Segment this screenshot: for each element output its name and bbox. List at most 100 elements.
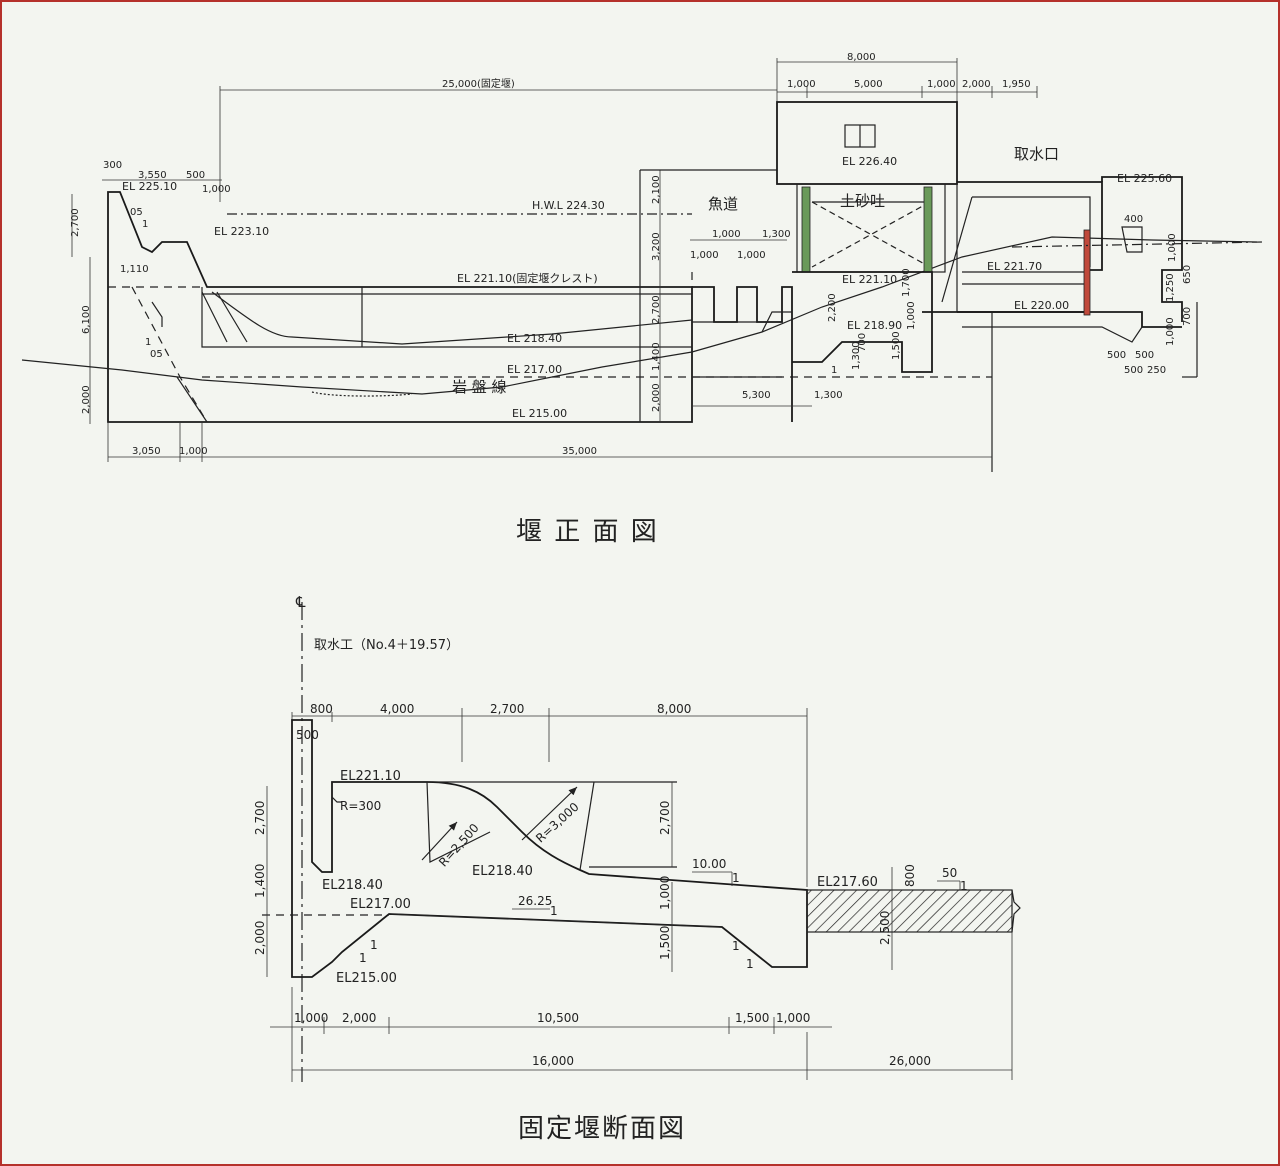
dim-3550: 3,550 (138, 170, 167, 181)
dim-left-2000: 2,000 (81, 385, 92, 414)
sec-right-1500: 1,500 (658, 926, 672, 960)
riprap-hatched (806, 889, 1013, 933)
dim-1300-b: 1,300 (814, 390, 843, 401)
sec-el-215-00: EL215.00 (336, 971, 397, 986)
el-221-10-crest: EL 221.10(固定堰クレスト) (457, 271, 598, 285)
sec-right-2700: 2,700 (658, 801, 672, 835)
el-225-60: EL 225.60 (1117, 172, 1172, 185)
radius-300: R=300 (340, 799, 381, 813)
sec-dim-800: 800 (310, 702, 333, 716)
dim-1700: 1,700 (901, 268, 912, 297)
sec-el-217-60: EL217.60 (817, 875, 878, 890)
dim-2000-mid: 2,000 (651, 383, 662, 412)
slope-50: 50 (942, 866, 957, 880)
dim-r-650: 650 (1182, 265, 1193, 284)
dim-300: 300 (103, 160, 122, 171)
section-view: ℄ 取水工（No.4＋19.57） 800 4,000 2,700 8,000 … (253, 593, 1021, 1144)
dim-3200: 3,200 (651, 232, 662, 261)
el-hwl: H.W.L 224.30 (532, 199, 605, 212)
dim-fishway-1000-c: 1,000 (737, 250, 766, 261)
intake-station-label: 取水工（No.4＋19.57） (314, 638, 459, 653)
dim-2100: 2,100 (651, 175, 662, 204)
el-220-00: EL 220.00 (1014, 299, 1069, 312)
intake-gate (1083, 229, 1091, 316)
slope-26-25: 26.25 (518, 894, 552, 908)
sec-bottom-1500: 1,500 (735, 1011, 769, 1025)
sec-el-218-40-a: EL218.40 (322, 878, 383, 893)
sec-bottom-16000: 16,000 (532, 1054, 574, 1068)
el-223-10: EL 223.10 (214, 225, 269, 238)
slope-left-1-b: 1 (359, 951, 367, 965)
section-view-title: 固定堰断面図 (518, 1114, 686, 1144)
dim-1000-sluice: 1,000 (906, 301, 917, 330)
front-view: 25,000(固定堰) 8,000 1,000 5,000 1,000 2,00… (21, 52, 1263, 547)
dim-5000: 5,000 (854, 79, 883, 90)
dim-left-6100: 6,100 (81, 305, 92, 334)
dim-2000: 2,000 (962, 79, 991, 90)
intake-label: 取水口 (1014, 145, 1059, 163)
dim-2700-mid: 2,700 (651, 295, 662, 324)
sluice-base (792, 271, 933, 373)
sec-left-2700: 2,700 (253, 801, 267, 835)
dim-fishway-1300: 1,300 (762, 229, 791, 240)
dim-b-250: 250 (1147, 365, 1166, 376)
sec-el-221-10: EL221.10 (340, 769, 401, 784)
gate-house (776, 101, 958, 185)
sec-bottom-26000: 26,000 (889, 1054, 931, 1068)
dim-1950: 1,950 (1002, 79, 1031, 90)
dim-3050: 3,050 (132, 446, 161, 457)
slope-26-25-one: 1 (550, 904, 558, 918)
slope-1-b: 1 (142, 219, 148, 230)
dim-1000-a: 1,000 (787, 79, 816, 90)
dim-b-500-c: 500 (1124, 365, 1143, 376)
bedrock-line-label: 岩 盤 線 (452, 378, 507, 396)
dim-2200: 2,200 (827, 293, 838, 322)
front-view-title: 堰 正 面 図 (516, 517, 659, 547)
dim-r-1000-b: 1,000 (1165, 317, 1176, 346)
sec-bottom-1000: 1,000 (294, 1011, 328, 1025)
slope-1-c: 1 (831, 365, 837, 376)
slope-left-1-a: 1 (370, 938, 378, 952)
slope-50-one: 1 (960, 879, 968, 893)
dim-r-1000: 1,000 (1167, 233, 1178, 262)
dim-1500-sluice: 1,500 (891, 331, 902, 360)
slope-right-1-b: 1 (746, 957, 754, 971)
sec-el-218-40-b: EL218.40 (472, 864, 533, 879)
radius-2500: R=2,500 (436, 821, 482, 870)
dim-gate-8000: 8,000 (847, 52, 876, 63)
dim-500: 500 (186, 170, 205, 181)
dim-1300-sluice: 1,300 (851, 341, 862, 370)
el-221-70: EL 221.70 (987, 260, 1042, 273)
el-226-40: EL 226.40 (842, 155, 897, 168)
dim-700-sluice: 700 (857, 333, 868, 352)
sec-right-2500: 2,500 (878, 911, 892, 945)
el-218-40: EL 218.40 (507, 332, 562, 345)
sec-left-2000: 2,000 (253, 921, 267, 955)
el-225-10: EL 225.10 (122, 180, 177, 193)
intake-wall (957, 181, 1103, 313)
sec-dim-500: 500 (296, 728, 319, 742)
dim-fishway-1000-b: 1,000 (690, 250, 719, 261)
slope-05-b: 05 (130, 207, 143, 218)
dim-400: 400 (1124, 214, 1143, 225)
el-218-90: EL 218.90 (847, 319, 902, 332)
dim-b-500-b: 500 (1135, 350, 1154, 361)
el-221-10-b: EL 221.10 (842, 273, 897, 286)
sec-dim-2700: 2,700 (490, 702, 524, 716)
dim-left-2700: 2,700 (70, 208, 81, 237)
dim-r-700: 700 (1182, 307, 1193, 326)
el-217-00: EL 217.00 (507, 363, 562, 376)
sec-dim-4000: 4,000 (380, 702, 414, 716)
dim-1400-mid: 1,400 (651, 342, 662, 371)
dim-bottom-1000: 1,000 (179, 446, 208, 457)
fishway-label: 魚道 (708, 195, 738, 213)
dim-fishway-1000-a: 1,000 (712, 229, 741, 240)
slope-1-a: 1 (145, 337, 151, 348)
el-215-00: EL 215.00 (512, 407, 567, 420)
centerline-symbol: ℄ (295, 593, 306, 611)
sec-right-800: 800 (903, 864, 917, 887)
dim-r-1250: 1,250 (1165, 273, 1176, 302)
sec-dim-8000: 8,000 (657, 702, 691, 716)
